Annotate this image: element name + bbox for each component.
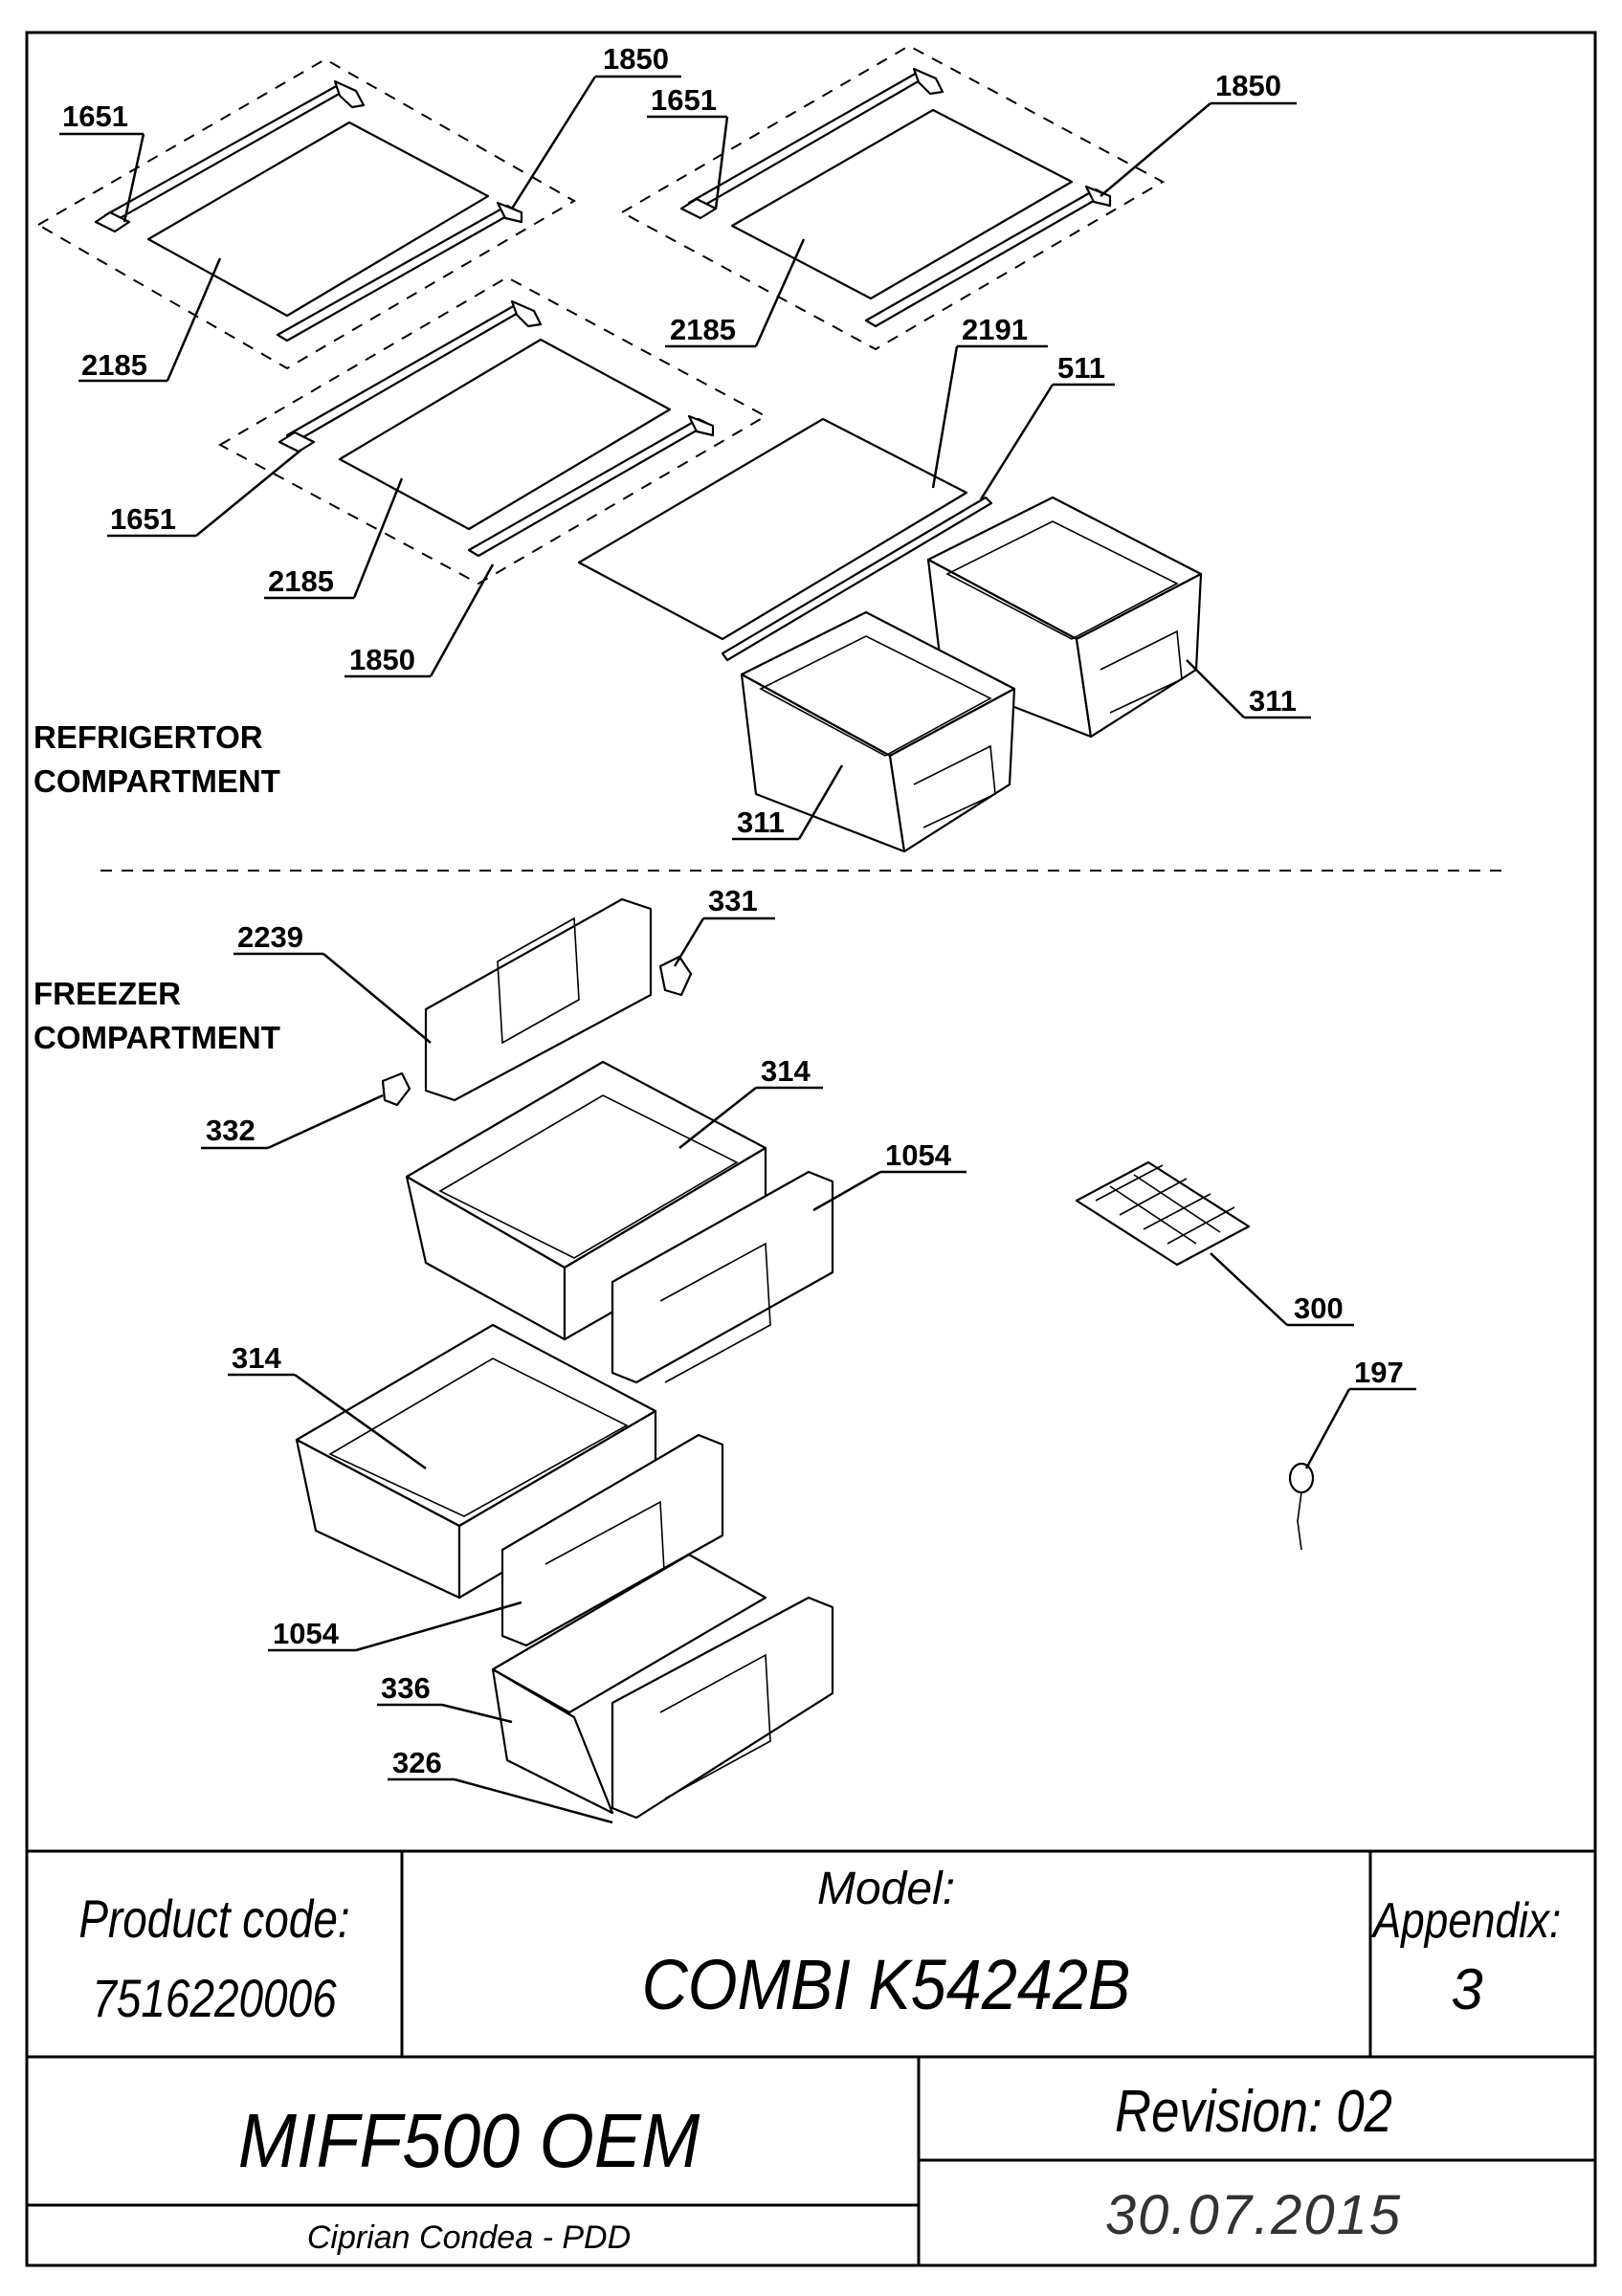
date: 30.07.2015: [1105, 2184, 1402, 2246]
svg-text:1850: 1850: [1215, 69, 1281, 102]
callout-314-lower: 314: [228, 1341, 427, 1470]
product-code-label: Product code:: [78, 1889, 349, 1949]
callout-2239: 2239: [233, 920, 432, 1044]
freezer-flap-2239: [424, 897, 653, 1102]
callout-1651-c: 1651: [107, 449, 302, 538]
svg-text:311: 311: [1249, 684, 1297, 718]
appendix-value: 3: [1451, 1957, 1482, 2021]
svg-text:1651: 1651: [110, 502, 176, 536]
crisper-drawer-left: [740, 610, 1016, 853]
callout-2185-a: 2185: [78, 257, 222, 383]
svg-text:2239: 2239: [237, 920, 303, 954]
callout-326: 326: [388, 1746, 613, 1824]
svg-text:2185: 2185: [268, 564, 334, 598]
callout-1054-lower: 1054: [268, 1601, 522, 1652]
crisper-drawer-right: [926, 496, 1203, 739]
callout-1850-a: 1850: [510, 42, 681, 210]
title-block: [27, 1849, 1595, 2265]
svg-text:331: 331: [708, 884, 758, 917]
callout-1850-b: 1850: [1100, 69, 1297, 197]
revision: Revision: 02: [1115, 2079, 1392, 2145]
svg-text:314: 314: [232, 1341, 281, 1375]
project-name: MIFF500 OEM: [238, 2098, 700, 2184]
callout-2191: 2191: [931, 313, 1048, 489]
callout-1651-a: 1651: [59, 99, 145, 223]
svg-text:511: 511: [1057, 351, 1105, 385]
shelf-assembly-middle: [217, 276, 768, 585]
callout-336: 336: [377, 1671, 513, 1724]
svg-text:336: 336: [381, 1671, 431, 1705]
section-label-fridge-2: COMPARTMENT: [33, 763, 280, 799]
svg-text:1054: 1054: [885, 1138, 952, 1172]
section-label-fridge-1: REFRIGERTOR: [33, 719, 263, 755]
callout-300: 300: [1210, 1252, 1354, 1327]
callout-511: 511: [979, 351, 1115, 500]
product-code-value: 7516220006: [92, 1969, 337, 2028]
svg-text:2185: 2185: [670, 313, 736, 346]
section-label-freezer-1: FREEZER: [33, 976, 181, 1011]
section-label-freezer-2: COMPARTMENT: [33, 1020, 280, 1055]
callout-1651-b: 1651: [647, 83, 729, 210]
shelf-assembly-top-left: [35, 57, 577, 370]
callout-1850-c: 1850: [344, 563, 495, 678]
model-label: Model:: [817, 1864, 955, 1914]
svg-text:1651: 1651: [651, 83, 717, 117]
shelf-assembly-top-right: [619, 44, 1166, 351]
author: Ciprian Condea - PDD: [307, 2219, 631, 2256]
hinge-332: [381, 1071, 411, 1107]
callout-311-right: 311: [1186, 659, 1311, 719]
callout-197: 197: [1304, 1356, 1416, 1469]
freezer-drawer-upper: [405, 1060, 834, 1384]
freezer-drawer-lower: [295, 1323, 724, 1647]
svg-text:300: 300: [1294, 1292, 1344, 1325]
svg-text:1054: 1054: [273, 1617, 340, 1650]
callout-314-upper: 314: [678, 1054, 823, 1149]
svg-text:2191: 2191: [962, 313, 1028, 346]
svg-text:2185: 2185: [81, 348, 147, 382]
svg-text:326: 326: [392, 1746, 442, 1779]
appendix-label: Appendix:: [1370, 1893, 1561, 1949]
callout-332: 332: [201, 1093, 384, 1150]
callout-2185-b: 2185: [665, 238, 806, 348]
model-value: COMBI K54242B: [642, 1945, 1131, 2024]
svg-text:311: 311: [737, 806, 785, 839]
hinge-331: [658, 955, 693, 997]
callout-331: 331: [673, 884, 775, 967]
glass-shelf-2191: [577, 417, 993, 662]
ice-tray-300: [1075, 1160, 1251, 1267]
callout-311-left: 311: [732, 764, 844, 841]
callout-1054-upper: 1054: [812, 1138, 967, 1212]
svg-text:1850: 1850: [603, 42, 669, 76]
svg-text:197: 197: [1354, 1356, 1404, 1389]
svg-text:1850: 1850: [349, 643, 415, 676]
callout-2185-c: 2185: [264, 477, 404, 600]
freezer-drawer-bottom: [491, 1553, 834, 1820]
drawing-border: [25, 31, 1597, 2267]
svg-text:332: 332: [206, 1114, 256, 1147]
svg-text:1651: 1651: [62, 99, 128, 133]
key-197: [1288, 1462, 1315, 1551]
svg-text:314: 314: [761, 1054, 811, 1088]
